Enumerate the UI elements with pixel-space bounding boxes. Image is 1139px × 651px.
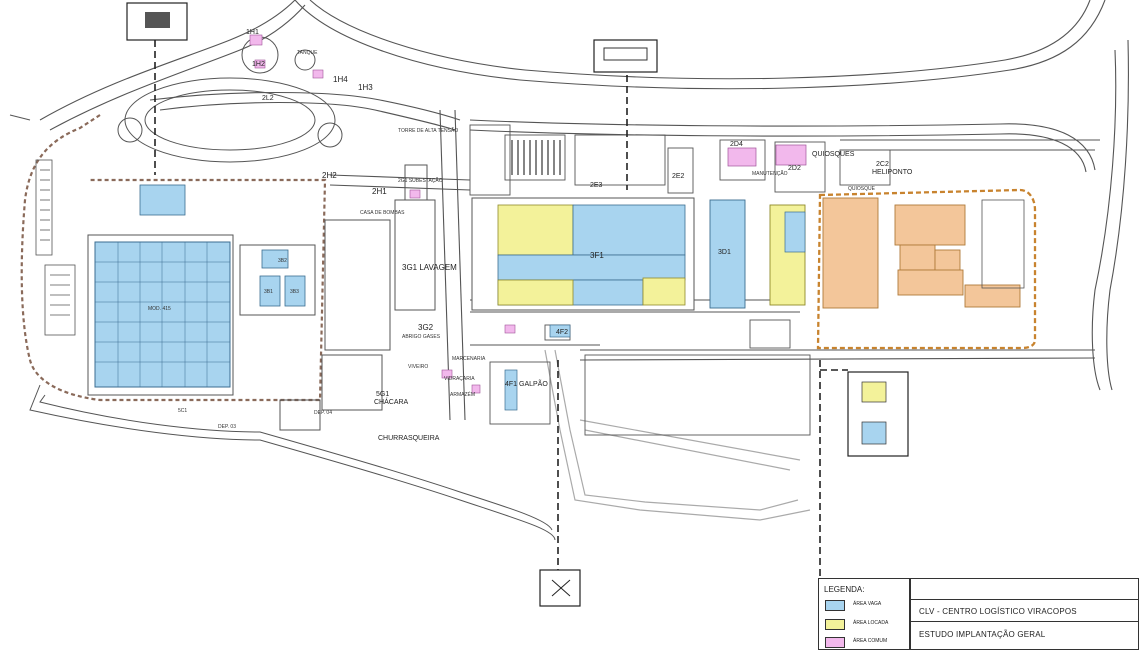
right-complex-buildings	[822, 197, 1021, 309]
building-3b2	[261, 249, 289, 269]
label-1h4: 1H4	[333, 75, 348, 84]
title-block-row-drawing: ESTUDO IMPLANTAÇÃO GERAL	[911, 621, 1139, 651]
inset-box-right	[847, 371, 909, 457]
label-2l2: 2L2	[262, 95, 274, 102]
north-central-blocks	[469, 124, 891, 196]
label-3b1: 3B1	[264, 289, 273, 295]
label-1h1: 1H1	[246, 29, 259, 36]
parking-lines-north	[511, 140, 561, 175]
warehouse-3d2-blue	[784, 211, 806, 253]
label-3b2: 3B2	[278, 258, 287, 264]
drawing-title: ESTUDO IMPLANTAÇÃO GERAL	[919, 630, 1046, 639]
legend-item-area-comum: ÁREA COMUM	[825, 636, 909, 648]
main-warehouse-3f1	[471, 197, 695, 311]
building-3b1	[259, 275, 281, 307]
inset-box-top-left	[126, 2, 188, 41]
label-chacara: CHÁCARA	[374, 397, 409, 406]
right-complex-perimeter	[816, 188, 1037, 350]
label-4f2: 4F2	[556, 329, 568, 336]
label-abrigo: ABRIGO GASES	[402, 334, 441, 340]
left-parking	[35, 159, 76, 336]
inset-box-bottom	[539, 569, 581, 607]
label-2d2: 2D2	[788, 165, 801, 172]
title-block-row-project: CLV - CENTRO LOGÍSTICO VIRACOPOS	[911, 599, 1139, 621]
warehouse-3d1	[709, 199, 746, 309]
label-2h2: 2H2	[322, 171, 337, 180]
label-torre: TORRE DE ALTA TENSÃO	[398, 127, 458, 134]
label-1h3: 1H3	[358, 83, 373, 92]
label-vidracaria: VIDRAÇARIA	[444, 376, 475, 382]
label-dep4: DEP. 04	[314, 410, 332, 416]
legend-label-area-comum: ÁREA COMUM	[853, 638, 888, 644]
label-mod-415: MOD. 415	[148, 306, 171, 312]
legend-swatch-area-comum	[825, 637, 845, 648]
legend-swatch-area-locada	[825, 619, 845, 630]
label-5g1: 5G1	[376, 391, 389, 398]
legend-title: LEGENDA:	[824, 585, 865, 594]
building-2l-top	[139, 184, 186, 216]
label-heliponto: HELIPONTO	[872, 169, 913, 176]
right-complex-annex	[981, 199, 1025, 289]
legend-item-area-locada: ÁREA LOCADA	[825, 618, 909, 630]
building-3b3	[284, 275, 306, 307]
label-armazem: ARMAZÉM	[450, 391, 475, 398]
label-5c1: 5C1	[178, 408, 187, 414]
manutencao-building	[727, 147, 757, 167]
common-area-markers	[249, 34, 516, 394]
label-churrasqueira: CHURRASQUEIRA	[378, 435, 440, 442]
label-2e2: 2E2	[672, 173, 685, 180]
south-boundary	[29, 384, 556, 541]
label-1h2: 1H2	[252, 61, 265, 68]
legend-label-area-vaga: ÁREA VAGA	[853, 601, 882, 607]
label-lavagem: 3G1 LAVAGEM	[402, 263, 457, 272]
legend-label-area-locada: ÁREA LOCADA	[853, 620, 889, 626]
label-subestacao: 2G1 SUBESTAÇÃO	[398, 177, 443, 184]
label-3g2: 3G2	[418, 323, 434, 332]
south-boundary-inner	[39, 394, 553, 531]
label-2c2: 2C2	[876, 161, 889, 168]
label-tanque: TANQUE	[297, 50, 318, 56]
label-viveiro: VIVEIRO	[408, 364, 428, 370]
label-dep3: DEP. 03	[218, 424, 236, 430]
quiosques-building	[775, 144, 807, 166]
label-3d1: 3D1	[718, 249, 731, 256]
title-block: CLV - CENTRO LOGÍSTICO VIRACOPOS ESTUDO …	[910, 578, 1139, 650]
oval-park	[117, 36, 343, 163]
label-galpao: 4F1 GALPÃO	[505, 379, 548, 388]
building-4f2	[549, 324, 571, 338]
central-blocks	[279, 164, 436, 431]
label-casa-bombas: CASA DE BOMBAS	[360, 210, 405, 216]
label-marcenaria: MARCENARIA	[452, 356, 486, 362]
label-2h1: 2H1	[372, 187, 387, 196]
galpao-4f1	[504, 369, 518, 411]
left-complex-perimeter	[20, 114, 327, 402]
legend-swatch-area-vaga	[825, 600, 845, 611]
inset-box-top-center	[593, 39, 658, 73]
label-3b3: 3B3	[290, 289, 299, 295]
label-2d4: 2D4	[730, 141, 743, 148]
label-quiosque: QUIOSQUE	[848, 186, 876, 192]
legend-item-area-vaga: ÁREA VAGA	[825, 599, 909, 611]
label-3f1: 3F1	[590, 251, 604, 260]
label-quiosques: QUIOSQUES	[812, 151, 855, 158]
section-lines	[154, 40, 848, 650]
label-2e3: 2E3	[590, 182, 603, 189]
label-manutencao: MANUTENÇÃO	[752, 170, 788, 177]
warehouse-mod-415	[87, 234, 234, 396]
legend-panel: LEGENDA: ÁREA VAGA ÁREA LOCADA ÁREA COMU…	[818, 578, 910, 650]
project-name: CLV - CENTRO LOGÍSTICO VIRACOPOS	[919, 607, 1077, 616]
